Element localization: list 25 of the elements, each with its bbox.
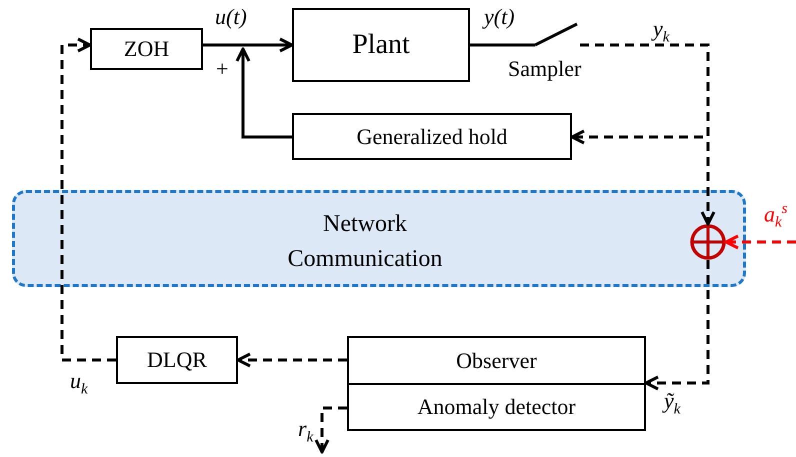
arrow <box>644 260 710 390</box>
observer-block: Observer <box>347 336 646 385</box>
signal-label: ỹ$_{k}$ <box>664 390 680 418</box>
network-band <box>12 190 746 287</box>
signal-label: u(t) <box>215 6 247 28</box>
arrow <box>236 352 347 368</box>
zoh-block: ZOH <box>90 28 203 70</box>
plant-block: Plant <box>292 8 470 82</box>
arrow <box>570 44 710 144</box>
arrow <box>60 38 116 362</box>
arrow <box>203 38 294 52</box>
signal-label: y$_{k}$ <box>653 18 670 46</box>
band-label: Network Communication <box>286 210 444 274</box>
residual-label: r$_{k}$ <box>298 418 314 446</box>
hold-block: Generalized hold <box>292 113 572 160</box>
arrow <box>236 48 292 138</box>
controller-block: DLQR <box>116 336 238 384</box>
arrow <box>724 234 796 250</box>
connector-line <box>470 44 535 46</box>
signal-label: y(t) <box>484 6 515 28</box>
signal-label: u$_{k}$ <box>70 370 88 398</box>
arrow <box>314 406 347 454</box>
sign-label: + <box>216 58 228 80</box>
sampler-label: Sampler <box>508 56 582 82</box>
detector-block: Anomaly detector <box>347 383 646 431</box>
